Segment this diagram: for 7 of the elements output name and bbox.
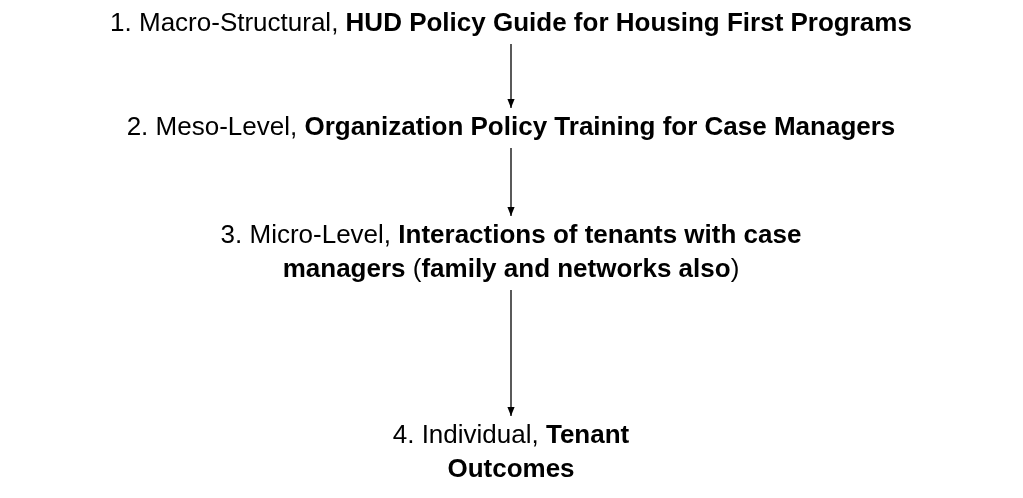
level-text: 1. Macro-Structural, HUD Policy Guide for Housing First Programs: [1, 6, 1021, 40]
level-text: 3. Micro-Level, Interactions of tenants with case managers (family and networks also): [201, 218, 821, 286]
arrow: [507, 43, 515, 109]
level-text: 2. Meso-Level, Organization Policy Training for Case Managers: [11, 110, 1011, 144]
level-text: 4. Individual, Tenant Outcomes: [346, 418, 676, 486]
arrow: [507, 147, 515, 217]
arrow: [507, 289, 515, 417]
